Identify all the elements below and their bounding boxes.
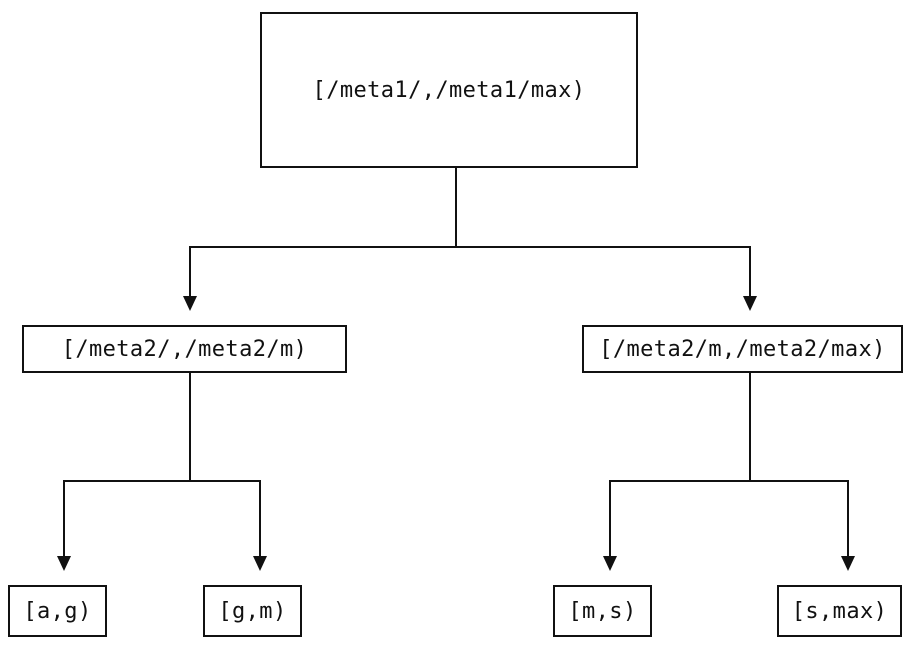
- node-meta2-high: [/meta2/m,/meta2/max): [582, 325, 903, 373]
- arrowhead-to-leaf-ag: [57, 556, 71, 571]
- node-leaf-gm-label: [g,m): [218, 598, 287, 624]
- node-meta2-high-label: [/meta2/m,/meta2/max): [599, 336, 886, 362]
- node-root-label: [/meta1/,/meta1/max): [312, 77, 586, 103]
- node-leaf-gm: [g,m): [203, 585, 302, 637]
- node-leaf-ag: [a,g): [8, 585, 107, 637]
- node-meta2-low-label: [/meta2/,/meta2/m): [61, 336, 308, 362]
- connector-right-node-branch: [609, 480, 849, 558]
- node-meta2-low: [/meta2/,/meta2/m): [22, 325, 347, 373]
- node-leaf-smax: [s,max): [777, 585, 902, 637]
- node-leaf-ms-label: [m,s): [568, 598, 637, 624]
- node-root: [/meta1/,/meta1/max): [260, 12, 638, 168]
- node-leaf-ms: [m,s): [553, 585, 652, 637]
- arrowhead-to-leaf-gm: [253, 556, 267, 571]
- arrowhead-to-right-node: [743, 296, 757, 311]
- arrowhead-to-leaf-ms: [603, 556, 617, 571]
- arrowhead-to-leaf-smax: [841, 556, 855, 571]
- arrowhead-to-left-node: [183, 296, 197, 311]
- connector-left-node-branch: [63, 480, 261, 558]
- node-leaf-ag-label: [a,g): [23, 598, 92, 624]
- connector-root-branch: [189, 246, 751, 298]
- node-leaf-smax-label: [s,max): [791, 598, 888, 624]
